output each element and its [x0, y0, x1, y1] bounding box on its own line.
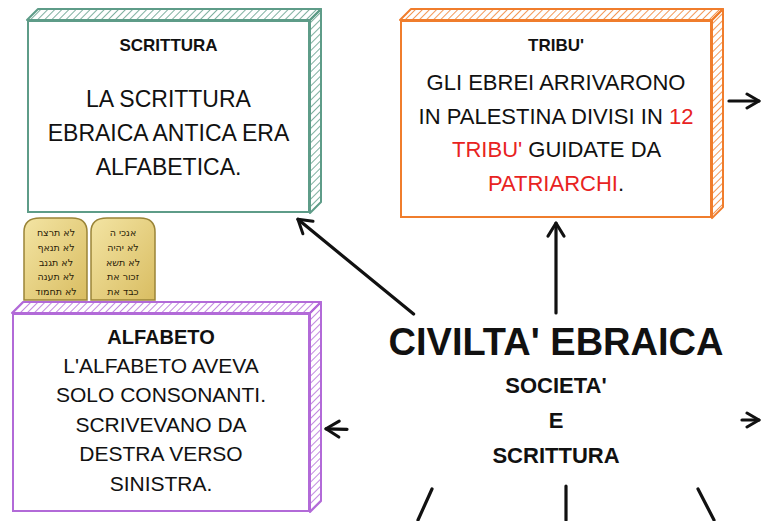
offpage-arrow — [729, 99, 759, 102]
topic-subtitle: SOCIETA' E SCRITTURA — [350, 368, 762, 474]
tablet-inscription: אנכי ה — [93, 227, 153, 238]
central-topic: CIVILTA' EBRAICASOCIETA' E SCRITTURA — [350, 316, 762, 478]
tablet-inscription: לא תגנב — [26, 257, 86, 268]
concept-box: ALFABETOL'ALFABETO AVEVA SOLO CONSONANTI… — [12, 313, 310, 512]
stone-tablet — [24, 218, 87, 300]
stone-tablet — [91, 218, 155, 300]
tablet-inscription: לא תענה — [26, 271, 86, 282]
tablet-inscription: לא תשא — [93, 257, 153, 268]
tablet-inscription: זכור את — [93, 271, 153, 282]
box-face — [712, 9, 723, 218]
topic-title: CIVILTA' EBRAICA — [350, 322, 762, 364]
tablet-inscription: כבד את — [93, 286, 153, 297]
tablet-inscription: לא יהיה — [93, 242, 153, 253]
box-face — [12, 302, 321, 313]
arrow-connector — [554, 223, 557, 313]
box-text: L'ALFABETO AVEVA SOLO CONSONANTI. SCRIVE… — [45, 351, 277, 498]
box-face — [310, 9, 321, 213]
arrow-connector — [326, 427, 347, 431]
offpage-line — [698, 489, 714, 520]
box-title: ALFABETO — [24, 325, 298, 349]
box-face — [310, 302, 321, 512]
box-text: LA SCRITTURA EBRAICA ANTICA ERA ALFABETI… — [41, 82, 296, 184]
arrow-connector — [298, 219, 414, 314]
tablet-inscription: לא תנאף — [26, 242, 86, 253]
offpage-line — [418, 489, 432, 520]
concept-box: SCRITTURA LA SCRITTURA EBRAICA ANTICA ERA… — [27, 20, 310, 213]
box-face — [27, 9, 321, 20]
offpage-arrow — [742, 418, 759, 421]
box-title: SCRITTURA — [41, 36, 296, 56]
tablet-inscription: לא תרצח — [26, 227, 86, 238]
box-text: GLI EBREI ARRIVARONO IN PALESTINA DIVISI… — [414, 66, 698, 200]
tablets-illustration — [24, 218, 155, 300]
concept-box: TRIBU' GLI EBREI ARRIVARONO IN PALESTINA … — [400, 20, 712, 218]
box-face — [400, 9, 723, 20]
box-title: TRIBU' — [414, 36, 698, 56]
offpage-line — [564, 486, 567, 520]
tablet-inscription: לא תחמוד — [26, 286, 86, 297]
